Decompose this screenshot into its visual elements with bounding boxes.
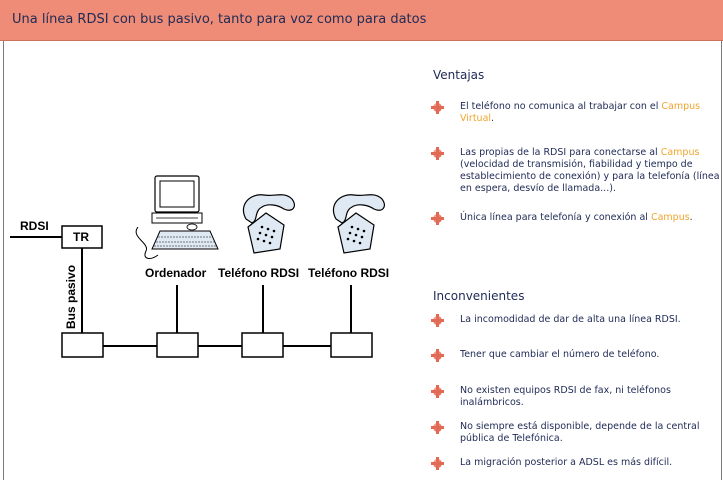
campus-link[interactable]: Campus <box>650 212 690 223</box>
tr-label: TR <box>73 230 89 244</box>
diagram-canvas <box>10 175 386 358</box>
item-text: La incomodidad de dar de alta una línea … <box>460 314 681 325</box>
left-frame-line <box>3 41 4 480</box>
bullet-icon <box>431 314 444 327</box>
item-text: Tener que cambiar el número de teléfono. <box>460 349 660 360</box>
bullet-icon <box>431 147 444 160</box>
phone-icon <box>332 194 386 254</box>
inconvenientes-title: Inconvenientes <box>433 289 525 303</box>
item-text: . <box>491 113 495 124</box>
item-text: El teléfono no comunica al trabajar con … <box>460 101 662 112</box>
right-frame-line <box>721 41 722 480</box>
bullet-icon <box>431 101 444 114</box>
item-text: La migración posterior a ADSL es más dif… <box>460 457 673 468</box>
bullet-icon <box>431 457 444 470</box>
ventajas-title: Ventajas <box>433 68 485 82</box>
item-text: . <box>689 212 693 223</box>
bus-pasivo-label: Bus pasivo <box>64 264 78 329</box>
bullet-icon <box>431 349 444 362</box>
phone-icon <box>242 194 296 254</box>
device-label-ordenador: Ordenador <box>145 266 207 280</box>
device-label-telefono: Teléfono RDSI <box>308 266 390 280</box>
header-bar: Una línea RDSI con bus pasivo, tanto par… <box>0 0 723 41</box>
bus-connector-box <box>156 332 199 358</box>
bus-connector-box <box>61 332 104 358</box>
bullet-icon <box>431 385 444 398</box>
rdsi-label: RDSI <box>20 219 49 233</box>
item-text: No siempre está disponible, depende de l… <box>460 421 700 444</box>
item-text: (velocidad de transmisión, fiabilidad y … <box>460 159 720 194</box>
item-text: Las propias de la RDSI para conectarse a… <box>460 147 661 158</box>
bus-connector-box <box>330 332 373 358</box>
campus-link[interactable]: Campus <box>660 147 700 158</box>
campus-link[interactable]: Campus Virtual <box>460 101 701 124</box>
item-text: Única línea para telefonía y conexión al <box>460 212 651 223</box>
computer-icon <box>135 175 219 259</box>
item-text: No existen equipos RDSI de fax, ni teléf… <box>460 385 671 408</box>
bullet-icon <box>431 421 444 434</box>
bullet-icon <box>431 212 444 225</box>
info-panel: Ventajas El teléfono no comunica al trab… <box>420 41 720 480</box>
bus-connector-box <box>241 332 284 358</box>
network-diagram: RDSI TR Bus pasivo Ordenador Teléfono RD… <box>0 41 420 480</box>
device-label-telefono: Teléfono RDSI <box>218 266 300 280</box>
page-title: Una línea RDSI con bus pasivo, tanto par… <box>12 12 427 27</box>
